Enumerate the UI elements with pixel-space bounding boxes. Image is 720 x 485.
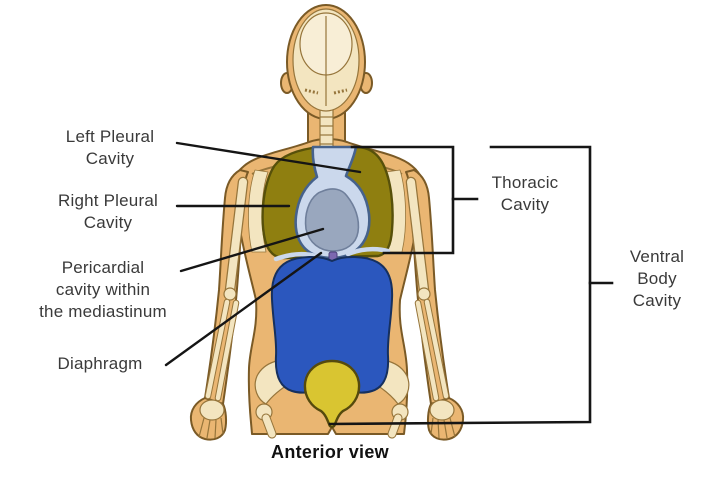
left-humerus xyxy=(226,178,247,294)
leader-line-pericardial xyxy=(179,227,325,273)
leader-line-left-pleural xyxy=(175,141,362,174)
right-humerus xyxy=(407,178,428,294)
ventral-body-cavity-bracket xyxy=(328,145,592,426)
right-femur xyxy=(388,414,402,438)
cavity-overlays xyxy=(261,145,394,429)
label-thoracic-cavity: Thoracic Cavity xyxy=(491,173,559,215)
pelvic-cavity-region xyxy=(303,359,361,429)
left-ulna xyxy=(215,300,239,401)
left-ribs xyxy=(248,169,269,253)
leader-lines xyxy=(164,141,362,367)
caption-anterior-view: Anterior view xyxy=(271,442,389,462)
left-carpals xyxy=(199,399,225,421)
label-left-pleural-cavity: Left Pleural Cavity xyxy=(65,127,155,169)
label-diaphragm: Diaphragm xyxy=(57,354,143,373)
label-right-pleural-cavity: Right Pleural Cavity xyxy=(58,191,158,233)
right-elbow xyxy=(417,287,431,301)
left-femur xyxy=(262,414,276,438)
right-ulna xyxy=(415,300,439,401)
left-elbow xyxy=(223,287,237,301)
right-carpals xyxy=(429,399,455,421)
leader-line-diaphragm xyxy=(164,251,323,367)
right-radius xyxy=(424,299,449,399)
label-ventral-body-cavity: Ventral Body Cavity xyxy=(629,247,685,311)
brackets xyxy=(328,145,614,426)
label-pericardial-cavity: Pericardial cavity within the mediastinu… xyxy=(39,258,167,322)
left-radius xyxy=(205,299,230,399)
pericardial-cavity-region xyxy=(304,188,360,252)
diaphragm-lines xyxy=(273,246,391,262)
